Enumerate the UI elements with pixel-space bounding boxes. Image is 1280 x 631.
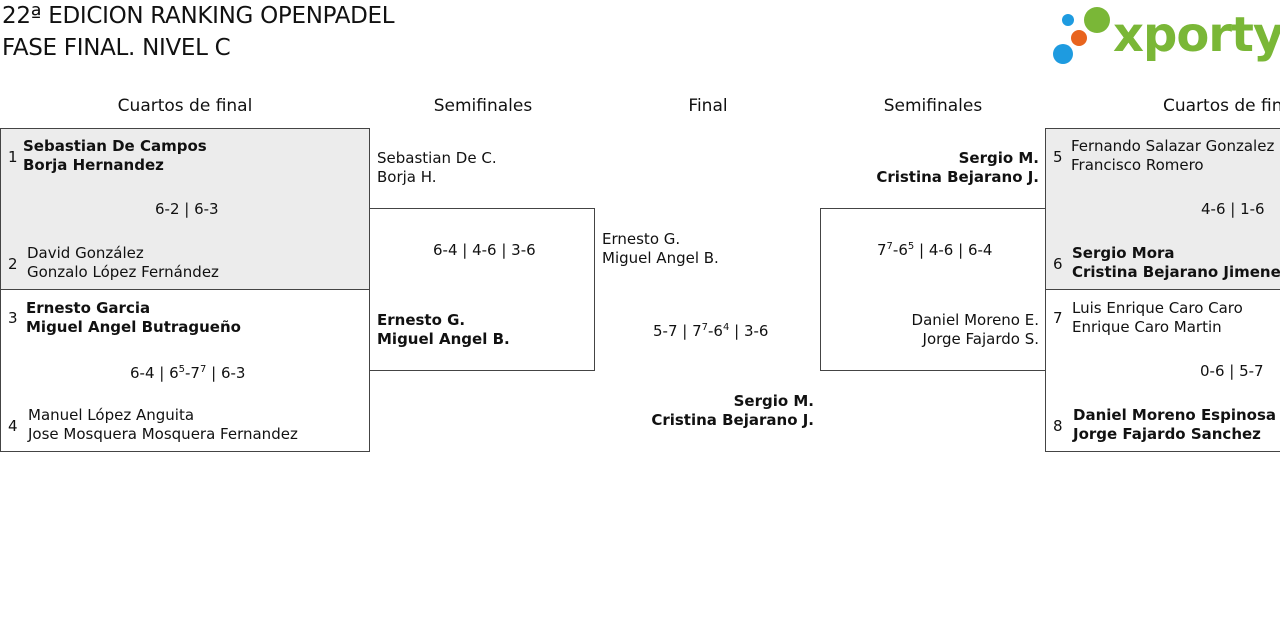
team-names: David González Gonzalo López Fernández xyxy=(27,244,219,282)
team-names: Ernesto G. Miguel Angel B. xyxy=(602,230,719,268)
player-name: Luis Enrique Caro Caro xyxy=(1072,299,1243,317)
col-header-right-quarters: Cuartos de fin xyxy=(1163,96,1280,116)
logo-text: xporty xyxy=(1113,7,1280,63)
tiebreak-score: 5 xyxy=(907,241,915,252)
col-header-left-semis: Semifinales xyxy=(433,96,533,116)
match-score: 77-65 | 4-6 | 6-4 xyxy=(877,241,992,259)
score-part: | 3-6 xyxy=(729,322,769,340)
player-name: Borja Hernandez xyxy=(23,156,164,174)
player-name: Miguel Angel B. xyxy=(602,249,719,267)
seed-number: 7 xyxy=(1053,309,1063,327)
seed-number: 8 xyxy=(1053,417,1063,435)
seed-number: 2 xyxy=(8,255,18,273)
player-name: Ernesto G. xyxy=(602,230,681,248)
seed-number: 1 xyxy=(8,148,18,166)
logo-dots-icon xyxy=(1053,7,1110,64)
player-name: Miguel Angel B. xyxy=(377,330,510,348)
match-score: 0-6 | 5-7 xyxy=(1200,362,1264,380)
player-name: Sergio M. xyxy=(958,149,1039,167)
score-part: 7 xyxy=(877,241,887,259)
seed-number: 5 xyxy=(1053,148,1063,166)
player-name: Sebastian De C. xyxy=(377,149,497,167)
player-name: Francisco Romero xyxy=(1071,156,1204,174)
player-name: Jorge Fajardo S. xyxy=(922,330,1039,348)
team-names: Ernesto Garcia Miguel Angel Butragueño xyxy=(26,299,241,337)
page-title: 22ª EDICION RANKING OPENPADEL xyxy=(2,3,395,29)
player-name: Cristina Bejarano J. xyxy=(876,168,1039,186)
seed-number: 4 xyxy=(8,417,18,435)
player-name: Enrique Caro Martin xyxy=(1072,318,1222,336)
xporty-logo: xporty xyxy=(1050,4,1280,66)
score-part: -7 xyxy=(185,364,200,382)
player-name: Sergio M. xyxy=(733,392,814,410)
col-header-left-quarters: Cuartos de final xyxy=(117,96,253,116)
team-names: Daniel Moreno E. Jorge Fajardo S. xyxy=(839,311,1039,349)
tiebreak-score: 7 xyxy=(886,241,893,252)
team-names: Daniel Moreno Espinosa Jorge Fajardo San… xyxy=(1073,406,1276,444)
player-name: Miguel Angel Butragueño xyxy=(26,318,241,336)
player-name: Borja H. xyxy=(377,168,437,186)
seed-number: 3 xyxy=(8,309,18,327)
match-sf-right: 77-65 | 4-6 | 6-4 Daniel Moreno E. Jorge… xyxy=(820,208,1046,371)
team-names: Ernesto G. Miguel Angel B. xyxy=(377,311,510,349)
player-name: Ernesto G. xyxy=(377,311,466,329)
team-names: Sergio M. Cristina Bejarano J. xyxy=(839,149,1039,187)
col-header-right-semis: Semifinales xyxy=(883,96,983,116)
player-name: Sebastian De Campos xyxy=(23,137,207,155)
match-sf-left: 6-4 | 4-6 | 3-6 Ernesto G. Miguel Angel … xyxy=(369,208,595,371)
score-part: | 6-3 xyxy=(206,364,246,382)
player-name: David González xyxy=(27,244,144,262)
match-qf1: 1 Sebastian De Campos Borja Hernandez 6-… xyxy=(0,128,370,290)
player-name: Sergio Mora xyxy=(1072,244,1175,262)
match-score: 6-2 | 6-3 xyxy=(155,200,219,218)
score-part: 5-7 | 7 xyxy=(653,322,702,340)
match-qf4: 7 Luis Enrique Caro Caro Enrique Caro Ma… xyxy=(1045,289,1280,452)
player-name: Daniel Moreno Espinosa xyxy=(1073,406,1277,424)
team-names: Manuel López Anguita Jose Mosquera Mosqu… xyxy=(28,406,298,444)
match-score: 5-7 | 77-64 | 3-6 xyxy=(653,322,768,340)
tiebreak-score: 7 xyxy=(701,322,709,333)
col-header-final: Final xyxy=(688,96,728,116)
player-name: Ernesto Garcia xyxy=(26,299,151,317)
score-part: -6 xyxy=(892,241,908,259)
team-names: Fernando Salazar Gonzalez Francisco Rome… xyxy=(1071,137,1274,175)
score-part: 6-4 | 6 xyxy=(130,364,179,382)
player-name: Jorge Fajardo Sanchez xyxy=(1073,425,1261,443)
tiebreak-score: 4 xyxy=(722,322,730,333)
match-score: 6-4 | 4-6 | 3-6 xyxy=(433,241,536,259)
score-part: | 4-6 | 6-4 xyxy=(914,241,993,259)
player-name: Manuel López Anguita xyxy=(28,406,195,424)
player-name: Cristina Bejarano Jimenez xyxy=(1072,263,1280,281)
match-qf3: 5 Fernando Salazar Gonzalez Francisco Ro… xyxy=(1045,128,1280,290)
team-names: Sergio Mora Cristina Bejarano Jimenez xyxy=(1072,244,1280,282)
player-name: Daniel Moreno E. xyxy=(911,311,1039,329)
player-name: Gonzalo López Fernández xyxy=(27,263,219,281)
player-name: Fernando Salazar Gonzalez xyxy=(1071,137,1275,155)
team-names: Sebastian De Campos Borja Hernandez xyxy=(23,137,207,175)
team-names: Sergio M. Cristina Bejarano J. xyxy=(614,392,814,430)
tiebreak-score: 5 xyxy=(178,364,186,375)
match-score: 4-6 | 1-6 xyxy=(1201,200,1265,218)
tiebreak-score: 7 xyxy=(199,364,207,375)
score-part: -6 xyxy=(708,322,723,340)
team-names: Sebastian De C. Borja H. xyxy=(377,149,497,187)
page-subtitle: FASE FINAL. NIVEL C xyxy=(2,35,231,61)
player-name: Jose Mosquera Mosquera Fernandez xyxy=(28,425,298,443)
match-qf2: 3 Ernesto Garcia Miguel Angel Butragueño… xyxy=(0,289,370,452)
seed-number: 6 xyxy=(1053,255,1063,273)
team-names: Luis Enrique Caro Caro Enrique Caro Mart… xyxy=(1072,299,1243,337)
player-name: Cristina Bejarano J. xyxy=(651,411,814,429)
match-score: 6-4 | 65-77 | 6-3 xyxy=(130,364,245,382)
